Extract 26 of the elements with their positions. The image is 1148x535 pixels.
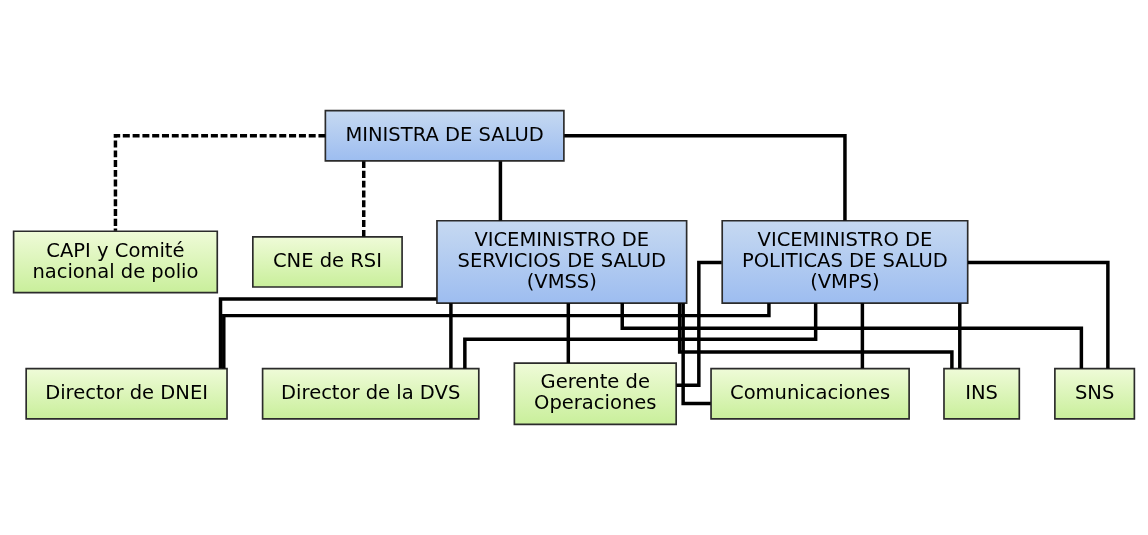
node-box: CAPI y Comité nacional de polio (12, 230, 219, 294)
node-box: VICEMINISTRO DE SERVICIOS DE SALUD (VMSS) (436, 219, 688, 304)
node-box: INS (943, 367, 1021, 420)
node-box: SNS (1054, 367, 1136, 420)
connector (620, 303, 1084, 369)
connector (967, 260, 1110, 369)
connector (463, 303, 818, 369)
node-box: Comunicaciones (710, 367, 910, 420)
node-box: Director de DNEI (25, 367, 228, 420)
connector (449, 303, 453, 369)
connector (677, 303, 954, 369)
node-box: VICEMINISTRO DE POLITICAS DE SALUD (VMPS) (721, 219, 969, 304)
connector (681, 303, 711, 406)
connector (222, 303, 771, 369)
connector (498, 161, 503, 221)
node-box: MINISTRA DE SALUD (324, 109, 565, 162)
connector (218, 297, 437, 369)
connector (860, 303, 865, 369)
connector (958, 303, 962, 369)
connector (113, 133, 326, 231)
connector (564, 133, 847, 221)
node-box: Director de la DVS (261, 367, 480, 420)
node-box: CNE de RSI (252, 235, 403, 288)
node-box: Gerente de Operaciones (513, 362, 677, 426)
connector (362, 161, 366, 237)
connector (566, 303, 571, 363)
